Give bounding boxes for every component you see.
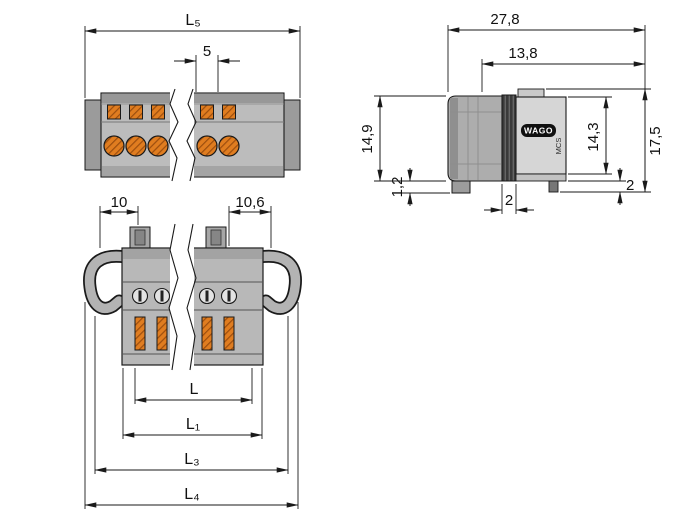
dim-10-label: 10	[111, 194, 128, 211]
dim-14-9: 14,9	[359, 95, 446, 182]
dim-l3: L₃	[94, 316, 289, 474]
dim-1-2-label: 1,2	[389, 177, 406, 198]
side-header-step	[515, 173, 567, 182]
dim-l1: L₁	[122, 368, 263, 439]
dim-l1-label: L₁	[186, 416, 200, 433]
dim-27-8: 27,8	[447, 11, 646, 92]
dim-l-label: L	[190, 381, 199, 398]
dim-l5: L₅	[84, 12, 301, 98]
dim-14-3: 14,3	[568, 96, 612, 175]
break-line-icon	[168, 223, 179, 371]
dim-10: 10	[99, 194, 139, 248]
dim-13-8-label: 13,8	[508, 45, 537, 62]
dim-pitch-5: 5	[174, 43, 240, 92]
dim-10-6: 10,6	[228, 194, 272, 248]
dim-l4: L₄	[84, 302, 299, 509]
side-view: WAGO MCS	[447, 88, 567, 194]
side-foot	[451, 180, 471, 194]
dim-14-9-label: 14,9	[359, 124, 376, 153]
wago-logo-badge	[521, 124, 556, 137]
flange-view	[83, 223, 302, 371]
side-ribbed-wall	[501, 94, 517, 182]
flange-contact-slots	[134, 316, 235, 351]
front-right-endcap	[283, 99, 301, 171]
dim-14-3-label: 14,3	[585, 122, 602, 151]
flange-screws	[131, 287, 238, 305]
dim-27-8-label: 27,8	[490, 11, 519, 28]
dim-wall-2: 2	[484, 184, 534, 214]
wago-logo-text: WAGO	[524, 126, 553, 136]
front-view	[84, 88, 301, 182]
side-header-latch	[517, 88, 545, 98]
dim-10-6-label: 10,6	[235, 194, 264, 211]
dim-l5-label: L₅	[185, 12, 200, 29]
flange-arm-left	[84, 251, 131, 314]
flange-arm-right	[254, 251, 301, 314]
dim-wall-2-label: 2	[505, 192, 513, 209]
break-line-icon	[186, 223, 197, 371]
dim-1-2: 1,2	[389, 168, 450, 206]
series-label: MCS	[554, 138, 563, 155]
break-line-icon	[186, 88, 197, 182]
front-contact-bores	[103, 135, 240, 157]
dim-17-5-label: 17,5	[647, 126, 664, 155]
dim-13-8: 13,8	[481, 45, 646, 92]
front-left-endcap	[84, 99, 102, 171]
dim-17-5: 17,5	[546, 88, 664, 193]
break-line-icon	[168, 88, 179, 182]
dim-pin-2-label: 2	[626, 177, 634, 194]
front-contact-windows	[107, 104, 236, 120]
dim-l3-label: L₃	[184, 451, 199, 468]
dim-pin-2: 2	[568, 168, 634, 205]
dim-l: L	[134, 368, 253, 404]
dim-l4-label: L₄	[184, 486, 199, 503]
side-plug-shade	[450, 98, 458, 179]
dim-pitch-label: 5	[203, 43, 211, 60]
flange-latch-slot	[134, 229, 146, 246]
side-solder-pin	[548, 180, 559, 193]
flange-latch-slot	[210, 229, 222, 246]
